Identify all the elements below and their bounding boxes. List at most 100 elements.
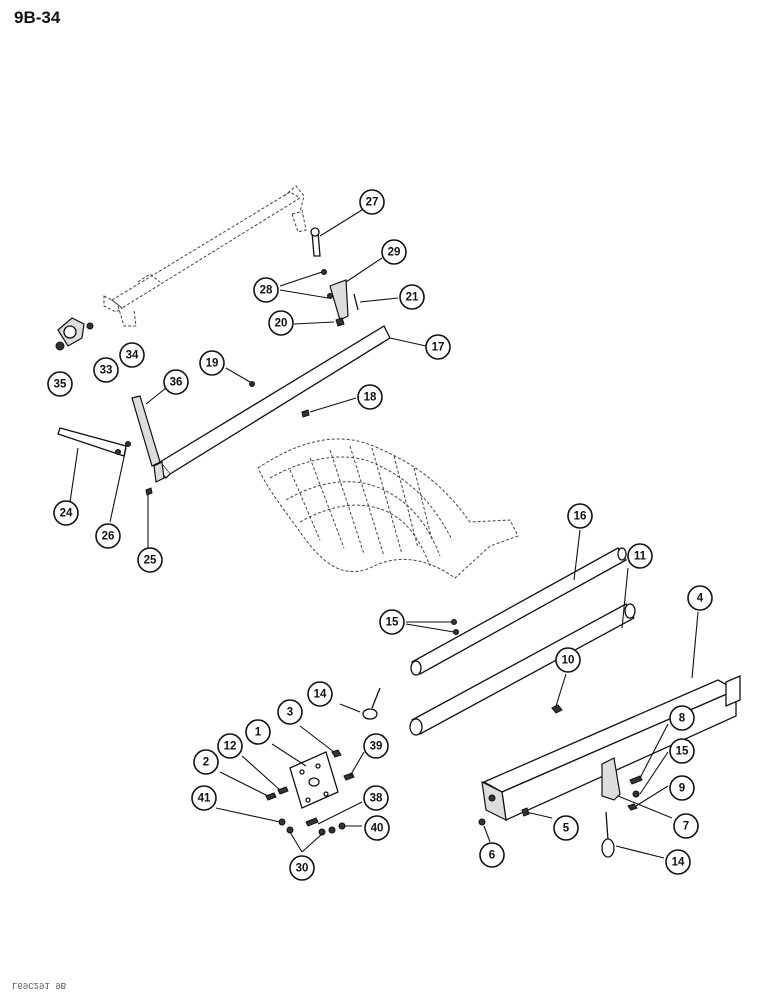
callout-c38: 38 bbox=[363, 785, 389, 811]
part-14-eyebolt-lower bbox=[601, 811, 615, 858]
callout-label: 20 bbox=[275, 318, 288, 330]
part-17-bar bbox=[153, 325, 391, 483]
callout-c15b: 15 bbox=[669, 738, 695, 764]
part-1-plate bbox=[289, 751, 339, 809]
callout-circle bbox=[359, 189, 385, 215]
part-6-nut bbox=[478, 818, 486, 826]
callout-c18: 18 bbox=[357, 384, 383, 410]
callout-c2: 2 bbox=[193, 749, 219, 775]
part-3-nut bbox=[331, 749, 342, 758]
callout-label: 15 bbox=[386, 617, 399, 629]
callout-circle bbox=[555, 647, 581, 673]
part-10-nut bbox=[551, 704, 563, 714]
callout-circle bbox=[669, 775, 695, 801]
callout-label: 17 bbox=[432, 342, 445, 354]
callout-circle bbox=[307, 681, 333, 707]
part-11-tube bbox=[409, 603, 636, 736]
callout-label: 7 bbox=[683, 821, 689, 833]
callout-c34: 34 bbox=[119, 342, 145, 368]
callout-circle bbox=[399, 284, 425, 310]
part-38-bolt bbox=[305, 817, 319, 827]
bearing-assembly bbox=[55, 317, 94, 351]
callout-label: 30 bbox=[296, 863, 309, 875]
callout-circle bbox=[669, 705, 695, 731]
callout-label: 15 bbox=[676, 746, 689, 758]
callout-label: 33 bbox=[100, 365, 113, 377]
callout-circle bbox=[425, 334, 451, 360]
callout-c40: 40 bbox=[364, 815, 390, 841]
callout-circle bbox=[289, 855, 315, 881]
callout-circle bbox=[47, 371, 73, 397]
ghost-concave-grate bbox=[257, 438, 519, 579]
callout-circle bbox=[364, 815, 390, 841]
callout-c35: 35 bbox=[47, 371, 73, 397]
part-40-washer-b bbox=[328, 826, 336, 834]
callout-label: 6 bbox=[489, 850, 495, 862]
callout-circle bbox=[53, 500, 79, 526]
callout-label: 21 bbox=[406, 292, 419, 304]
callout-circle bbox=[627, 543, 653, 569]
callout-label: 5 bbox=[563, 823, 570, 835]
part-15-washer-lower bbox=[632, 790, 640, 798]
callout-circle bbox=[217, 733, 243, 759]
callout-circle bbox=[277, 699, 303, 725]
callout-circle bbox=[553, 815, 579, 841]
callout-c41: 41 bbox=[191, 785, 217, 811]
callout-label: 27 bbox=[366, 197, 379, 209]
callout-circle bbox=[199, 350, 225, 376]
callout-circle bbox=[245, 719, 271, 745]
callout-c30: 30 bbox=[289, 855, 315, 881]
callout-c9: 9 bbox=[669, 775, 695, 801]
callout-c39: 39 bbox=[363, 733, 389, 759]
callout-label: 38 bbox=[370, 793, 383, 805]
callout-c28: 28 bbox=[253, 277, 279, 303]
callout-c21: 21 bbox=[399, 284, 425, 310]
part-36-strap bbox=[131, 395, 161, 467]
callout-c20: 20 bbox=[268, 310, 294, 336]
callout-c33: 33 bbox=[93, 357, 119, 383]
callout-circle bbox=[687, 585, 713, 611]
ghost-upper-shaft bbox=[103, 185, 307, 327]
callout-label: 19 bbox=[206, 358, 219, 370]
callout-circle bbox=[665, 849, 691, 875]
callout-circle bbox=[567, 503, 593, 529]
part-24-arm bbox=[57, 427, 127, 457]
part-39-bolt bbox=[343, 772, 355, 781]
callout-c36: 36 bbox=[163, 369, 189, 395]
callout-label: 26 bbox=[102, 531, 115, 543]
callout-circle bbox=[268, 310, 294, 336]
callout-c6: 6 bbox=[479, 842, 505, 868]
callout-c14a: 14 bbox=[307, 681, 333, 707]
leader-lines bbox=[69, 209, 699, 859]
callout-label: 18 bbox=[364, 392, 377, 404]
part-15-washer-upper-a bbox=[451, 619, 457, 625]
part-8-bolt bbox=[629, 775, 643, 785]
callout-c5: 5 bbox=[553, 815, 579, 841]
callout-c29: 29 bbox=[381, 239, 407, 265]
callout-circle bbox=[193, 749, 219, 775]
part-2-bolt bbox=[265, 792, 277, 801]
callout-label: 36 bbox=[170, 377, 183, 389]
part-16-tube bbox=[410, 547, 627, 676]
callout-label: 4 bbox=[697, 593, 704, 605]
part-12-bolt bbox=[277, 786, 289, 795]
callout-circle bbox=[379, 609, 405, 635]
part-25-bolt bbox=[145, 487, 153, 496]
callout-c16: 16 bbox=[567, 503, 593, 529]
callout-label: 8 bbox=[679, 713, 686, 725]
part-40-washer-a bbox=[318, 828, 326, 836]
part-14-eyebolt-upper bbox=[362, 687, 381, 720]
callout-c27: 27 bbox=[359, 189, 385, 215]
callout-circle bbox=[479, 842, 505, 868]
callout-group: 2729282120173533341936182426251611154101… bbox=[47, 189, 713, 881]
callout-label: 3 bbox=[287, 707, 293, 719]
callout-label: 14 bbox=[672, 857, 685, 869]
part-18-bolt bbox=[301, 409, 310, 418]
callout-c26: 26 bbox=[95, 523, 121, 549]
footer-code: L69C291 9B bbox=[12, 980, 67, 990]
callout-c24: 24 bbox=[53, 500, 79, 526]
callout-c1: 1 bbox=[245, 719, 271, 745]
callout-circle bbox=[95, 523, 121, 549]
